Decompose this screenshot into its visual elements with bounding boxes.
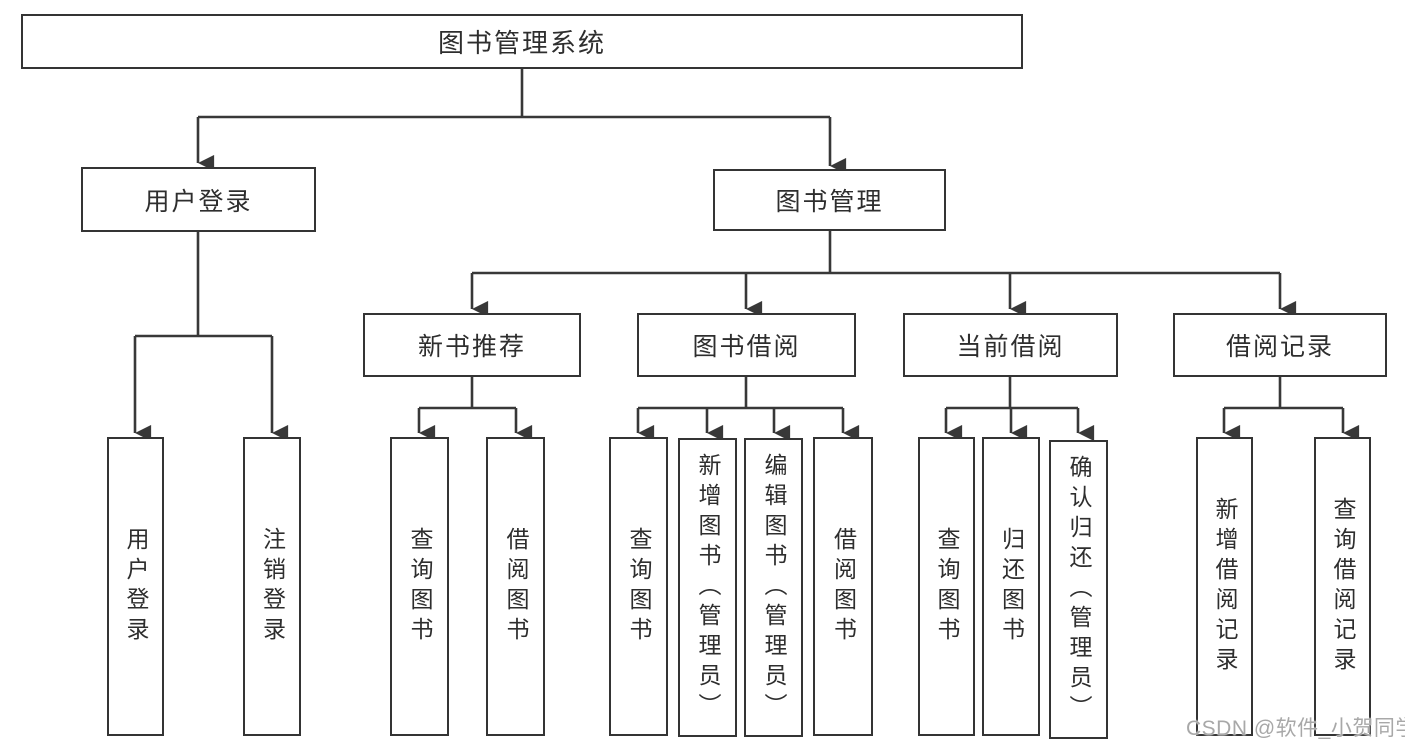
leaf-borrow-book-borrow: 借阅图书 (813, 437, 873, 736)
leaf-query-borrow-record: 查询借阅记录 (1314, 437, 1371, 736)
leaf-return-book: 归还图书 (982, 437, 1040, 736)
node-book-borrow: 图书借阅 (637, 313, 856, 377)
node-user-login: 用户登录 (81, 167, 316, 232)
node-current-borrow: 当前借阅 (903, 313, 1118, 377)
leaf-borrow-book-recommend: 借阅图书 (486, 437, 545, 736)
node-new-book-recommend-label: 新书推荐 (417, 333, 526, 361)
leaf-add-book-admin: 新增图书（管理员） (678, 438, 737, 737)
leaf-confirm-return-admin: 确认归还（管理员） (1049, 440, 1108, 739)
leaf-user-login-label: 用户登录 (123, 526, 149, 647)
leaf-borrow-book-borrow-label: 借阅图书 (830, 526, 857, 647)
leaf-confirm-return-admin-label: 确认归还（管理员） (1066, 454, 1092, 725)
leaf-query-borrow-record-label: 查询借阅记录 (1330, 496, 1356, 677)
node-user-login-label: 用户登录 (144, 187, 253, 216)
leaf-query-book-borrow-label: 查询图书 (626, 526, 652, 647)
leaf-edit-book-admin: 编辑图书（管理员） (744, 438, 803, 737)
node-borrow-records: 借阅记录 (1173, 313, 1387, 377)
leaf-query-book-recommend-label: 查询图书 (407, 526, 433, 647)
node-root-label: 图书管理系统 (437, 28, 606, 58)
leaf-logout: 注销登录 (243, 437, 301, 736)
leaf-add-book-admin-label: 新增图书（管理员） (695, 452, 721, 723)
leaf-user-login: 用户登录 (107, 437, 164, 736)
leaf-borrow-book-recommend-label: 借阅图书 (503, 526, 529, 647)
node-book-management-label: 图书管理 (775, 188, 884, 216)
leaf-add-borrow-record-label: 新增借阅记录 (1212, 496, 1238, 677)
node-current-borrow-label: 当前借阅 (956, 333, 1065, 361)
leaf-return-book-label: 归还图书 (998, 526, 1025, 647)
leaf-add-borrow-record: 新增借阅记录 (1196, 437, 1253, 736)
leaf-edit-book-admin-label: 编辑图书（管理员） (761, 452, 787, 723)
leaf-logout-label: 注销登录 (259, 526, 286, 647)
leaf-query-book-recommend: 查询图书 (390, 437, 449, 736)
leaf-query-book-current-label: 查询图书 (934, 526, 960, 647)
node-root: 图书管理系统 (21, 14, 1023, 69)
leaf-query-book-current: 查询图书 (918, 437, 975, 736)
node-book-management: 图书管理 (713, 169, 946, 231)
leaf-query-book-borrow: 查询图书 (609, 437, 668, 736)
node-book-borrow-label: 图书借阅 (692, 333, 801, 361)
node-new-book-recommend: 新书推荐 (363, 313, 581, 377)
node-borrow-records-label: 借阅记录 (1225, 333, 1334, 361)
